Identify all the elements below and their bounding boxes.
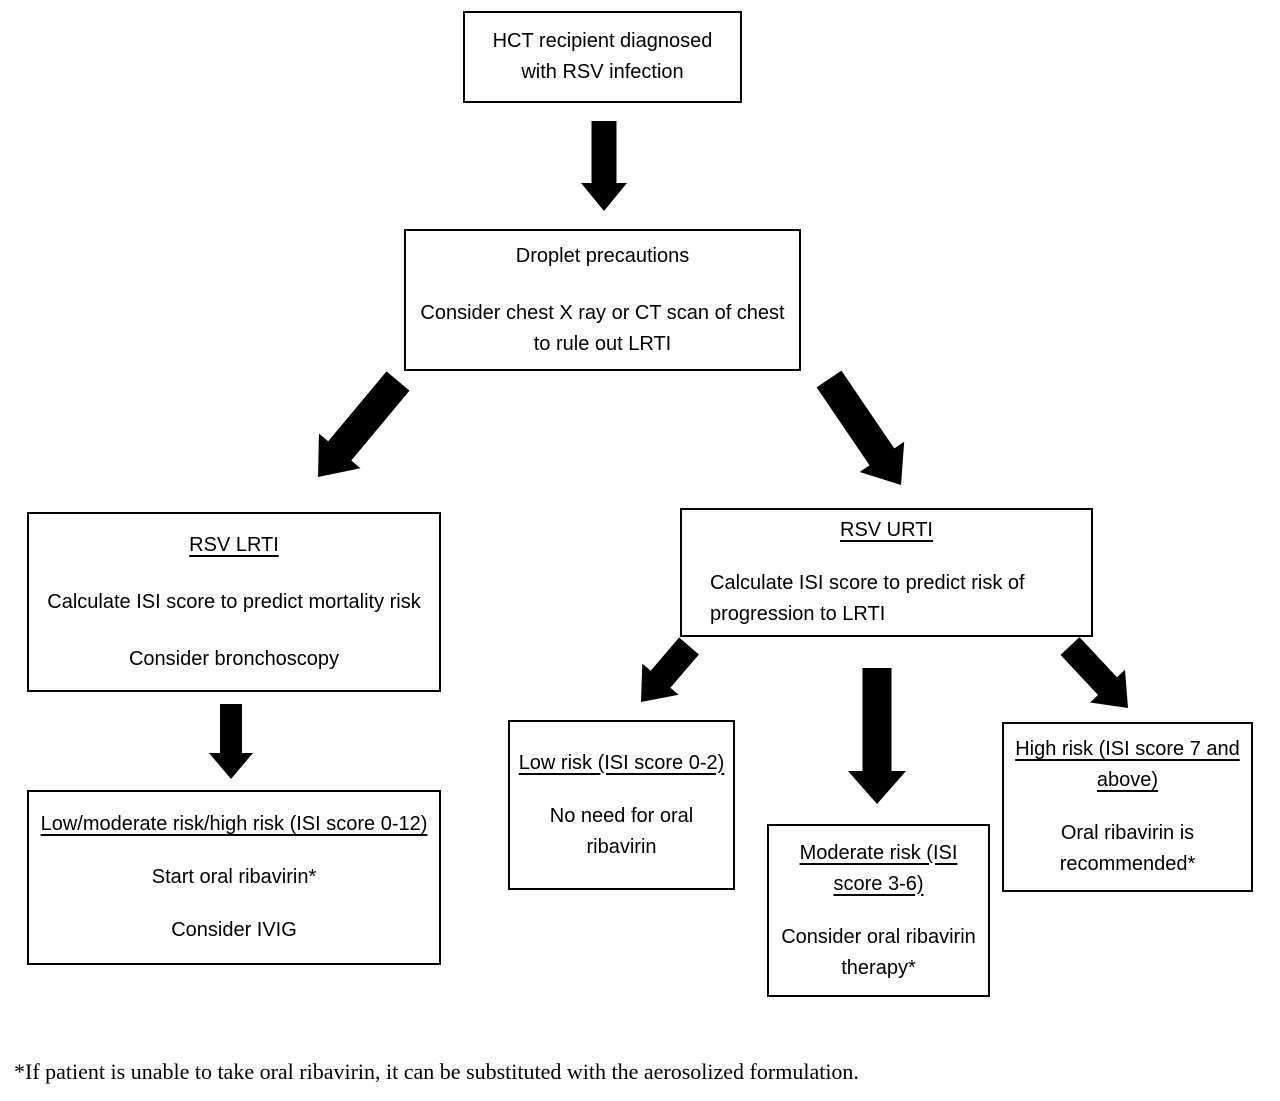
node-text: Consider IVIG: [171, 919, 297, 941]
node-text: No need for oral ribavirin: [549, 804, 694, 858]
node-heading: Low risk (ISI score 0-2): [518, 751, 725, 774]
arrow-hct-to-droplet-icon: [581, 121, 627, 211]
node-high-risk: High risk (ISI score 7 and above) Oral r…: [1002, 722, 1253, 892]
arrow-urti-to-moderate-icon: [848, 668, 906, 804]
arrow-urti-to-high-icon: [1060, 637, 1128, 708]
node-text: HCT recipient diagnosed with RSV infecti…: [492, 30, 713, 83]
arrow-droplet-to-urti-icon: [816, 370, 905, 485]
node-text: Consider oral ribavirin therapy*: [781, 925, 976, 979]
node-low-risk: Low risk (ISI score 0-2) No need for ora…: [508, 720, 735, 890]
node-heading: RSV LRTI: [189, 533, 279, 556]
arrow-lrti-to-risk-icon: [209, 704, 253, 779]
node-text: Calculate ISI score to predict risk of p…: [710, 572, 1025, 625]
node-text: Start oral ribavirin*: [151, 866, 317, 888]
footnote: *If patient is unable to take oral ribav…: [14, 1059, 859, 1084]
node-rsv-lrti: RSV LRTI Calculate ISI score to predict …: [27, 512, 441, 692]
node-lrti-risk-action: Low/moderate risk/high risk (ISI score 0…: [27, 790, 441, 965]
node-text: Calculate ISI score to predict mortality…: [47, 590, 421, 613]
node-rsv-urti: RSV URTI Calculate ISI score to predict …: [680, 508, 1093, 637]
node-hct-diagnosis: HCT recipient diagnosed with RSV infecti…: [463, 11, 742, 103]
node-heading: Moderate risk (ISI score 3-6): [799, 841, 958, 895]
node-text: Consider bronchoscopy: [128, 647, 340, 670]
arrow-droplet-to-lrti-icon: [318, 371, 410, 477]
node-heading: Low/moderate risk/high risk (ISI score 0…: [40, 813, 428, 835]
node-text: Droplet precautions: [515, 244, 690, 267]
node-heading: High risk (ISI score 7 and above): [1015, 738, 1240, 791]
node-text: Consider chest X ray or CT scan of chest…: [420, 301, 785, 355]
node-moderate-risk: Moderate risk (ISI score 3-6) Consider o…: [767, 824, 990, 997]
node-heading: RSV URTI: [840, 519, 933, 541]
node-text: Oral ribavirin is recommended*: [1059, 822, 1196, 875]
arrow-urti-to-low-icon: [641, 637, 699, 702]
node-droplet-precautions: Droplet precautions Consider chest X ray…: [404, 229, 801, 371]
